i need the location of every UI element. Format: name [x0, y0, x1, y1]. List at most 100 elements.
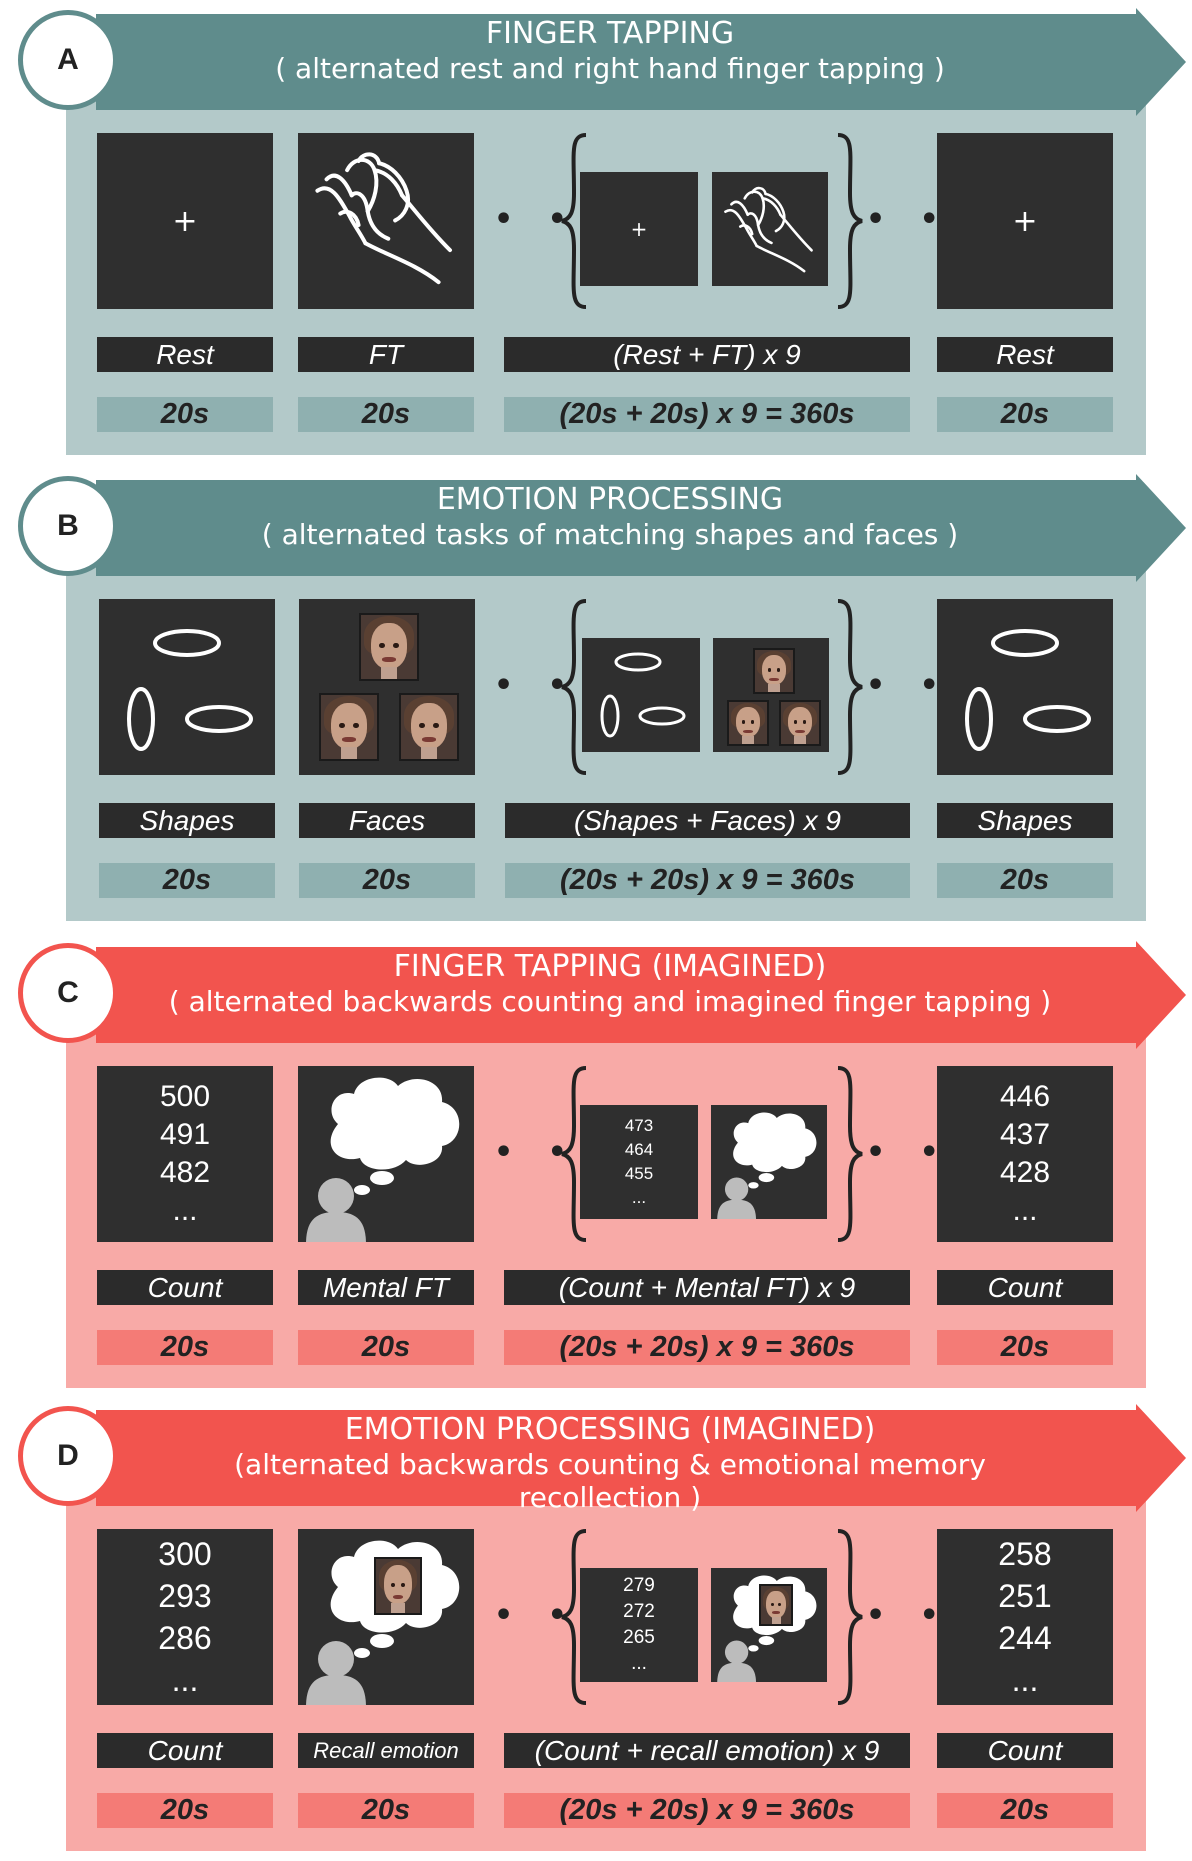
count-screen-small: 473 464 455 ... [580, 1105, 698, 1219]
mental-ft-screen [298, 1066, 474, 1242]
recall-emotion-screen [298, 1529, 474, 1705]
block-duration: 20s [937, 863, 1113, 898]
count-ellipsis: ... [631, 1653, 647, 1674]
header-arrow [96, 1404, 1186, 1512]
block-label: (Count + Mental FT) x 9 [504, 1270, 910, 1305]
block-label: (Count + recall emotion) x 9 [504, 1733, 910, 1768]
block-label: FT [298, 337, 474, 372]
count-number: 437 [999, 1118, 1051, 1151]
block-label: Count [97, 1733, 273, 1768]
block-duration: 20s [299, 863, 475, 898]
block-label: Count [97, 1270, 273, 1305]
thought-bubble-icon [717, 1112, 817, 1219]
panel-a: A FINGER TAPPING ( alternated rest and r… [0, 0, 1192, 465]
count-number: 244 [998, 1620, 1052, 1656]
block-label: Recall emotion [298, 1733, 474, 1768]
fixation-cross: + [1012, 203, 1038, 239]
panel-d: D EMOTION PROCESSING (IMAGINED) (alterna… [0, 1396, 1192, 1861]
count-ellipsis: ... [172, 1194, 198, 1227]
block-duration: (20s + 20s) x 9 = 360s [505, 863, 910, 898]
block-duration: 20s [937, 1793, 1113, 1828]
count-number: 491 [159, 1118, 211, 1151]
ft-screen-small [712, 172, 828, 286]
panel-letter: D [57, 1439, 79, 1472]
rest-screen: + [97, 133, 273, 309]
panel-letter: B [57, 509, 79, 542]
block-duration: 20s [298, 1793, 474, 1828]
count-number: 279 [623, 1575, 655, 1596]
block-label: Count [937, 1270, 1113, 1305]
panel-letter: C [57, 976, 79, 1009]
rest-screen-small: + [580, 172, 698, 286]
block-label: Faces [299, 803, 475, 838]
count-number: 473 [624, 1116, 654, 1135]
count-screen: 500 491 482 ... [97, 1066, 273, 1242]
sequence-dots: • • [494, 668, 579, 703]
panel-subtitle: ( alternated backwards counting and imag… [168, 985, 1052, 1018]
right-brace [837, 599, 863, 775]
block-label: (Shapes + Faces) x 9 [505, 803, 910, 838]
panel-letter: A [57, 43, 79, 76]
count-number: 265 [623, 1627, 655, 1648]
panel-title: EMOTION PROCESSING (IMAGINED) [344, 1412, 876, 1447]
hand-icon [315, 152, 452, 285]
block-duration: 20s [97, 397, 273, 432]
faces-screen [299, 599, 475, 775]
count-ellipsis: ... [631, 1188, 647, 1207]
count-number: 293 [158, 1578, 212, 1614]
count-number: 258 [998, 1536, 1052, 1572]
left-brace [561, 1066, 587, 1242]
panel-subtitle: (alternated backwards counting & emotion… [234, 1448, 986, 1514]
sequence-dots: • • [866, 1135, 951, 1170]
count-number: 428 [999, 1156, 1051, 1189]
block-duration: 20s [298, 1330, 474, 1365]
sequence-dots: • • [866, 668, 951, 703]
count-number: 272 [623, 1601, 655, 1622]
face-image [359, 613, 419, 681]
block-duration: 20s [937, 1330, 1113, 1365]
block-duration: 20s [99, 863, 275, 898]
block-label: Shapes [99, 803, 275, 838]
left-brace [561, 599, 587, 775]
left-brace [561, 133, 587, 309]
count-number: 455 [624, 1164, 654, 1183]
sequence-dots: • • [494, 202, 579, 237]
count-number: 286 [158, 1620, 212, 1656]
shapes-screen-small [582, 638, 700, 752]
block-duration: 20s [937, 397, 1113, 432]
right-brace [837, 1529, 863, 1705]
panel-subtitle: ( alternated rest and right hand finger … [275, 52, 945, 85]
count-number: 446 [999, 1080, 1051, 1113]
shapes-screen [937, 599, 1113, 775]
count-number: 464 [624, 1140, 654, 1159]
block-label: Count [937, 1733, 1113, 1768]
header-arrow [96, 8, 1186, 116]
sequence-dots: • • [866, 1598, 951, 1633]
count-number: 482 [159, 1156, 211, 1189]
panel-subtitle: ( alternated tasks of matching shapes an… [261, 518, 959, 551]
count-screen: 300 293 286 ... [97, 1529, 273, 1705]
block-duration: 20s [298, 397, 474, 432]
block-duration: (20s + 20s) x 9 = 360s [504, 397, 910, 432]
face-image [374, 1557, 422, 1615]
count-screen: 258 251 244 ... [937, 1529, 1113, 1705]
panel-title: FINGER TAPPING (IMAGINED) [393, 949, 827, 984]
count-screen: 446 437 428 ... [937, 1066, 1113, 1242]
recall-emotion-screen-small [711, 1568, 827, 1682]
block-duration: (20s + 20s) x 9 = 360s [504, 1793, 910, 1828]
faces-screen-small [713, 638, 829, 752]
hand-icon [724, 186, 813, 273]
count-screen-small: 279 272 265 ... [580, 1568, 698, 1682]
block-label: Rest [937, 337, 1113, 372]
count-ellipsis: ... [1012, 1194, 1038, 1227]
count-ellipsis: ... [1011, 1662, 1039, 1698]
ft-screen [298, 133, 474, 309]
thought-bubble-icon [306, 1077, 460, 1242]
block-label: Shapes [937, 803, 1113, 838]
header-arrow [96, 941, 1186, 1049]
count-number: 300 [158, 1536, 212, 1572]
sequence-dots: • • [866, 202, 951, 237]
panel-c: C FINGER TAPPING (IMAGINED) ( alternated… [0, 933, 1192, 1398]
block-label: (Rest + FT) x 9 [504, 337, 910, 372]
face-image [319, 693, 379, 761]
